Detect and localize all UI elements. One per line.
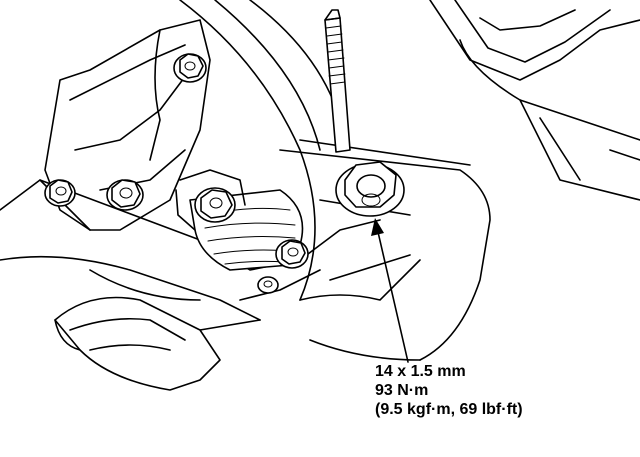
bolt-size-label: 14 x 1.5 mm bbox=[375, 363, 466, 380]
bolt-lower bbox=[275, 239, 309, 269]
frame-panel bbox=[429, 0, 640, 201]
torque-nm-label: 93 N·m bbox=[375, 382, 429, 399]
bolt-left bbox=[44, 179, 76, 207]
flange-nut bbox=[335, 161, 405, 217]
bolt-top bbox=[173, 53, 207, 83]
bolt-center-left bbox=[106, 179, 144, 211]
bolt-mount bbox=[194, 187, 236, 223]
inner-panel bbox=[179, 0, 491, 361]
torque-imperial-label: (9.5 kgf·m, 69 lbf·ft) bbox=[375, 401, 523, 418]
torque-callout: 14 x 1.5 mm 93 N·m (9.5 kgf·m, 69 lbf·ft… bbox=[375, 362, 523, 419]
leader-arrow bbox=[371, 218, 409, 363]
long-bolt bbox=[324, 9, 351, 153]
bolt-bottom bbox=[257, 276, 279, 294]
heat-shield bbox=[54, 296, 221, 391]
